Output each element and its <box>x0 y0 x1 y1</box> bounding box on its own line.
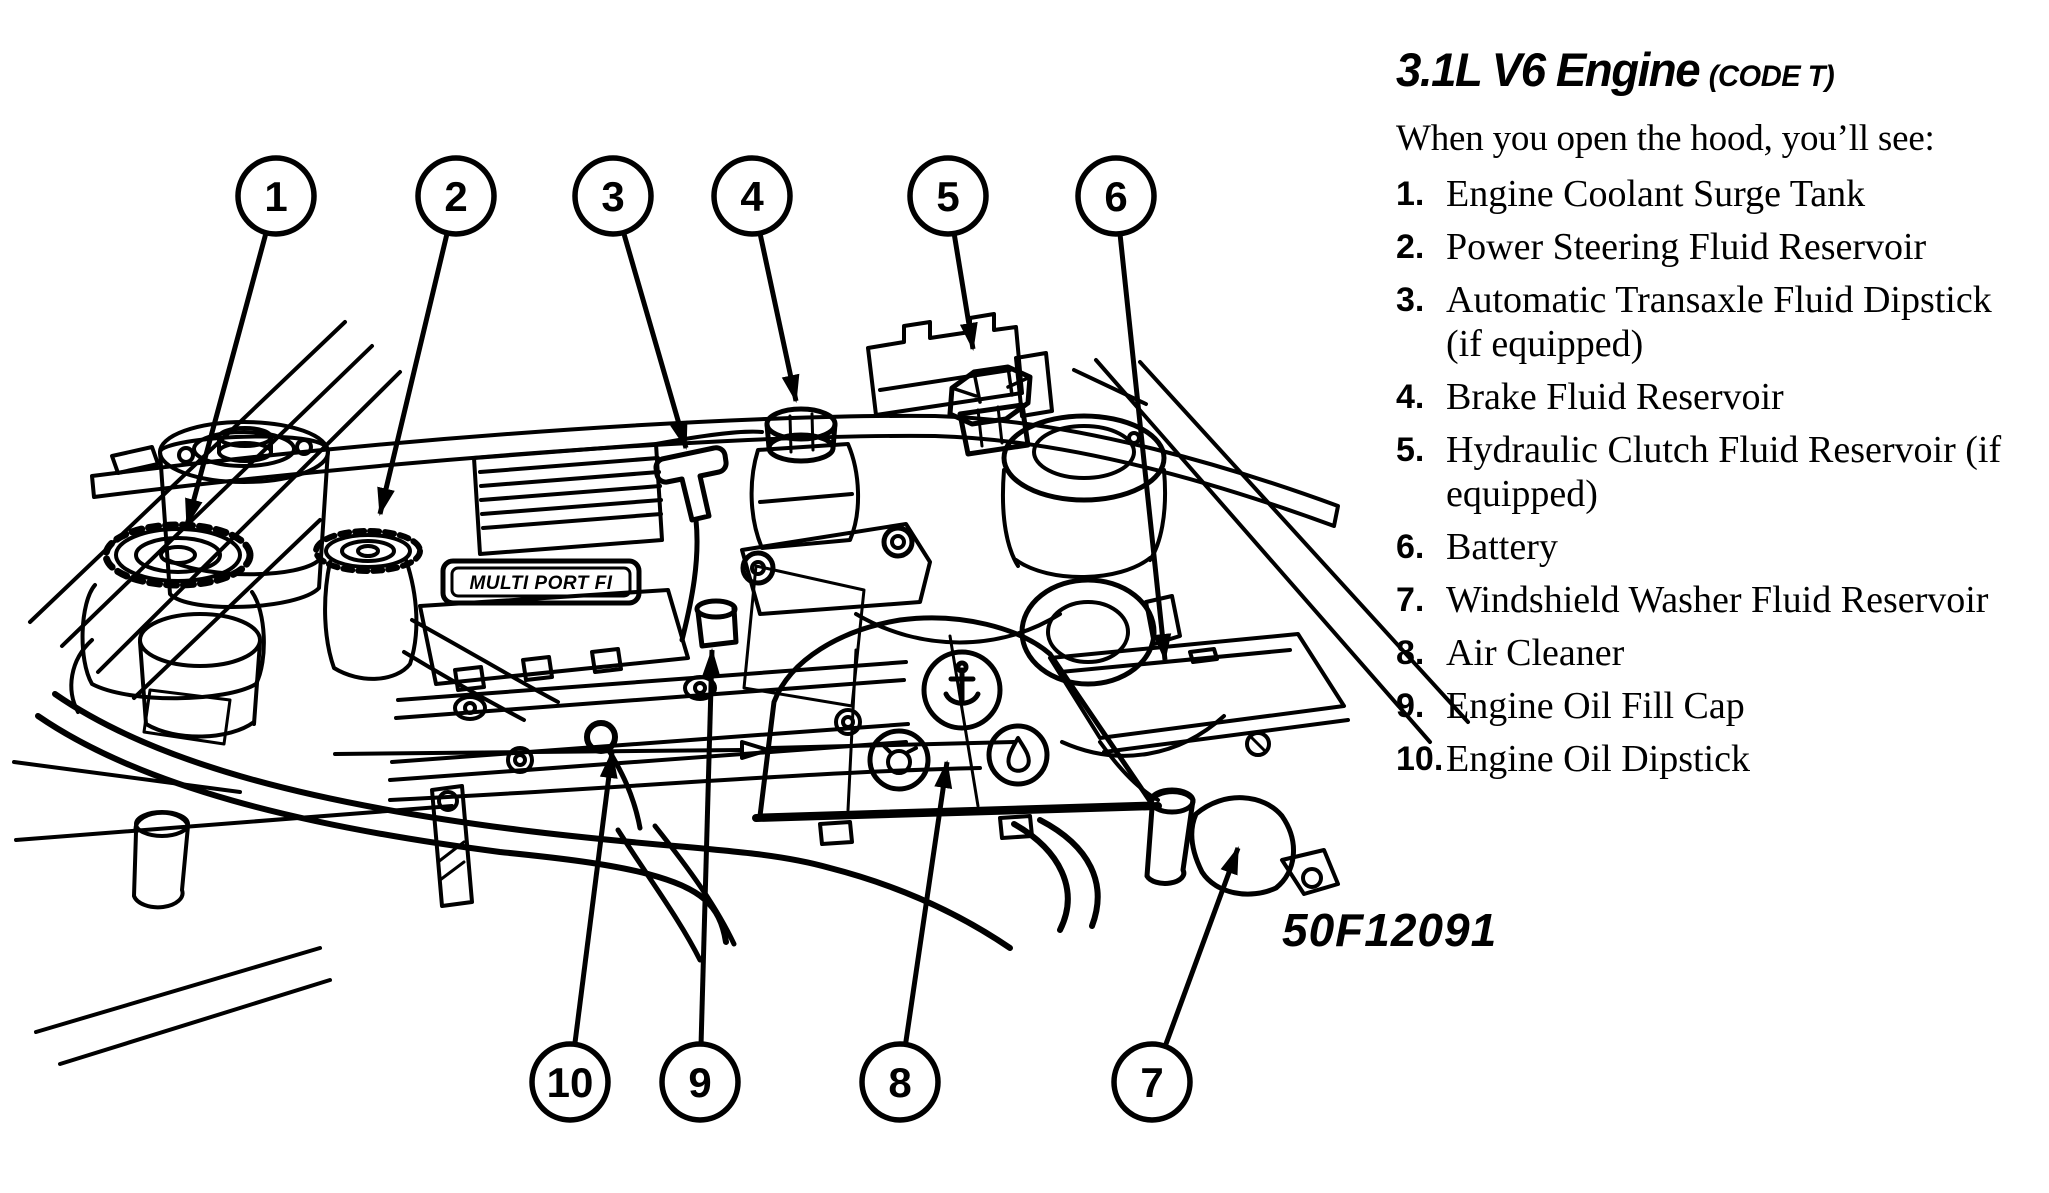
engine-coolant-surge-tank <box>69 521 266 714</box>
legend-item-label: Brake Fluid Reservoir <box>1446 376 1784 418</box>
callout-circle-1 <box>235 155 317 237</box>
legend-item-engine-coolant-surge-tank: 1. Engine Coolant Surge Tank <box>1396 172 2036 216</box>
hoses-lower-left <box>12 691 1013 1066</box>
hood-edge-lines <box>28 320 402 700</box>
callout-number-3: 3 <box>601 173 624 220</box>
air-cleaner <box>752 615 1162 846</box>
frame-bracket <box>132 784 474 910</box>
legend-item-label: Hydraulic Clutch Fluid Reservoir (if <box>1446 429 2002 471</box>
brake-fluid-reservoir <box>740 406 1062 645</box>
legend-item-label: Windshield Washer Fluid Reservoir <box>1446 579 1989 621</box>
callout-number-5: 5 <box>936 173 959 220</box>
legend-item-number: 8. <box>1396 634 1425 672</box>
legend-item-label: Automatic Transaxle Fluid Dipstick <box>1446 279 1992 321</box>
leader-arrow-battery <box>1117 235 1172 662</box>
callout-circle-4 <box>711 155 793 237</box>
legend-item-label: Air Cleaner <box>1446 632 1625 674</box>
power-steering-fluid-reservoir <box>313 528 560 722</box>
legend-item-number: 4. <box>1396 378 1425 416</box>
legend-item-label: Engine Oil Fill Cap <box>1446 685 1745 727</box>
callout-circle-3 <box>572 155 654 237</box>
legend-item-label: Power Steering Fluid Reservoir <box>1446 226 1927 268</box>
legend-item-number: 5. <box>1396 431 1425 469</box>
leader-arrow-windshield-washer-fluid-reservoir <box>1163 846 1241 1046</box>
callouts-layer: 1 2 3 4 5 6 7 8 9 10 <box>184 155 1241 1123</box>
legend-item-air-cleaner: 8. Air Cleaner <box>1396 631 2036 675</box>
legend-item-automatic-transaxle-fluid-dipstick: 3. Automatic Transaxle Fluid Dipstick(if … <box>1396 278 2036 366</box>
legend-item-number: 3. <box>1396 281 1425 319</box>
intake-plenum: MULTI PORT FI <box>440 429 764 606</box>
engine-oil-dipstick <box>584 720 643 831</box>
callout-circle-5 <box>907 155 989 237</box>
hydraulic-clutch-fluid-reservoir <box>947 364 1033 457</box>
legend-item-battery: 6. Battery <box>1396 525 2036 569</box>
engine-code: (CODE T) <box>1708 60 1835 93</box>
legend-item-power-steering-fluid-reservoir: 2. Power Steering Fluid Reservoir <box>1396 225 2036 269</box>
engine-badge-text: MULTI PORT FI <box>469 573 612 594</box>
legend-item-number: 7. <box>1396 581 1425 619</box>
leader-arrow-engine-oil-dipstick <box>572 750 618 1043</box>
leader-arrow-air-cleaner <box>903 760 953 1043</box>
callout-number-4: 4 <box>740 173 764 220</box>
legend-item-windshield-washer-fluid-reservoir: 7. Windshield Washer Fluid Reservoir <box>1396 578 2036 622</box>
oil-emblem-icon <box>882 744 918 775</box>
page-title: 3.1L V6 Engine(CODE T) <box>1396 42 2017 97</box>
leader-arrow-automatic-transaxle-fluid-dipstick <box>621 233 689 450</box>
legend-item-label: Battery <box>1446 526 1558 568</box>
callout-number-1: 1 <box>264 173 287 220</box>
leader-arrow-hydraulic-clutch-fluid-reservoir <box>951 235 978 351</box>
fender-lines-right <box>1060 358 1470 758</box>
legend-panel: 3.1L V6 Engine(CODE T) When you open the… <box>1396 42 2036 790</box>
callout-number-10: 10 <box>547 1059 594 1106</box>
legend-item-number: 10. <box>1396 740 1444 778</box>
strut-tower-left <box>158 420 330 609</box>
ac-accumulator <box>138 612 262 746</box>
legend-item-label: equipped) <box>1446 473 1598 515</box>
figure-code: 50F12091 <box>1282 904 1498 956</box>
legend-list: 1. Engine Coolant Surge Tank 2. Power Steer… <box>1396 172 2036 781</box>
legend-item-brake-fluid-reservoir: 4. Brake Fluid Reservoir <box>1396 375 2036 419</box>
legend-item-engine-oil-fill-cap: 9. Engine Oil Fill Cap <box>1396 684 2036 728</box>
callout-number-2: 2 <box>444 173 467 220</box>
droplet-emblem-icon <box>1006 736 1031 773</box>
relay-bracket <box>866 312 1054 418</box>
callout-number-9: 9 <box>688 1059 711 1106</box>
fuel-line <box>333 740 1016 760</box>
legend-item-number: 6. <box>1396 528 1425 566</box>
automatic-transaxle-fluid-dipstick <box>653 445 729 643</box>
callout-circle-6 <box>1075 155 1157 237</box>
legend-item-label: Engine Oil Dipstick <box>1446 738 1750 780</box>
battery-tray <box>1048 632 1350 757</box>
intro-text: When you open the hood, you’ll see: <box>1396 118 1935 159</box>
engine-oil-fill-cap <box>694 598 739 649</box>
windshield-washer-fluid-reservoir <box>1011 740 1340 933</box>
legend-item-number: 9. <box>1396 687 1425 725</box>
callout-number-8: 8 <box>888 1059 911 1106</box>
callout-circle-9 <box>659 1041 741 1123</box>
legend-item-number: 1. <box>1396 175 1425 213</box>
callout-number-7: 7 <box>1140 1059 1163 1106</box>
callout-circle-10 <box>529 1041 611 1123</box>
legend-item-label: (if equipped) <box>1446 323 1644 365</box>
engine-title: 3.1L V6 Engine <box>1396 43 1701 96</box>
leader-arrow-engine-coolant-surge-tank <box>184 233 268 527</box>
leader-arrow-power-steering-fluid-reservoir <box>377 234 450 516</box>
callout-circle-2 <box>415 155 497 237</box>
legend-item-label: Engine Coolant Surge Tank <box>1446 173 1866 215</box>
callout-number-6: 6 <box>1104 173 1127 220</box>
callout-circle-7 <box>1111 1041 1193 1123</box>
leader-arrow-brake-fluid-reservoir <box>757 234 800 403</box>
legend-item-engine-oil-dipstick: 10.Engine Oil Dipstick <box>1396 737 2036 781</box>
callout-circle-8 <box>859 1041 941 1123</box>
anchor-emblem-icon <box>943 660 981 706</box>
leader-arrow-engine-oil-fill-cap <box>698 648 721 1043</box>
strut-tower-right <box>1000 413 1182 687</box>
legend-item-number: 2. <box>1396 228 1425 266</box>
